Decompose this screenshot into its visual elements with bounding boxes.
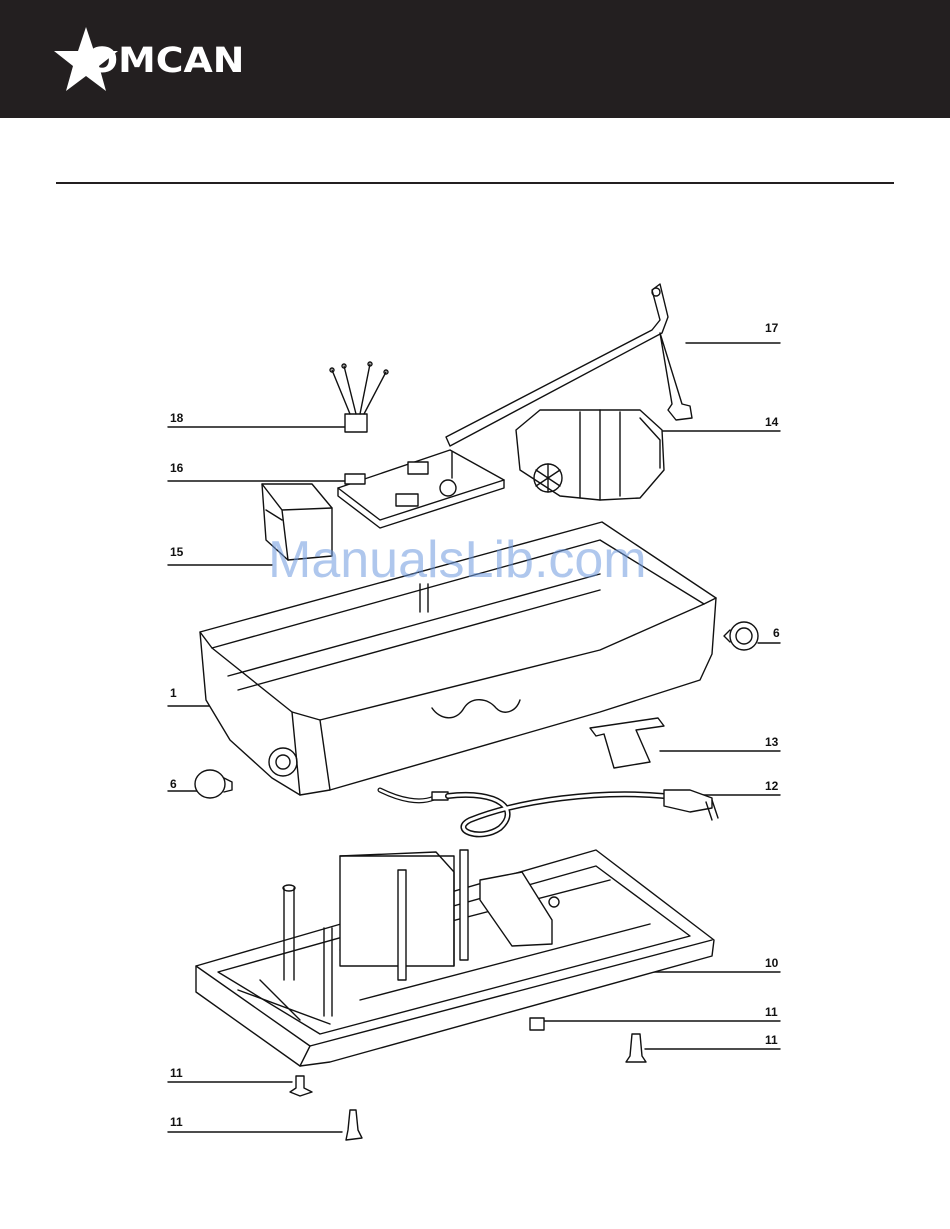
callout-label-10: 10	[765, 956, 778, 970]
callout-label-11-c: 11	[170, 1066, 183, 1080]
callout-label-1: 1	[170, 686, 177, 700]
callout-label-16: 16	[170, 461, 183, 475]
callout-label-13: 13	[765, 735, 778, 749]
callout-label-14: 14	[765, 415, 778, 429]
callout-label-6-right: 6	[773, 626, 780, 640]
callout-label-18: 18	[170, 411, 183, 425]
callout-label-6-left: 6	[170, 777, 177, 791]
watermark-text: ManualsLib.com	[268, 530, 647, 590]
callout-label-11-d: 11	[170, 1115, 183, 1129]
callout-label-11-a: 11	[765, 1005, 778, 1019]
callout-label-15: 15	[170, 545, 183, 559]
callout-label-17: 17	[765, 321, 778, 335]
callout-label-12: 12	[765, 779, 778, 793]
callout-label-11-b: 11	[765, 1033, 778, 1047]
